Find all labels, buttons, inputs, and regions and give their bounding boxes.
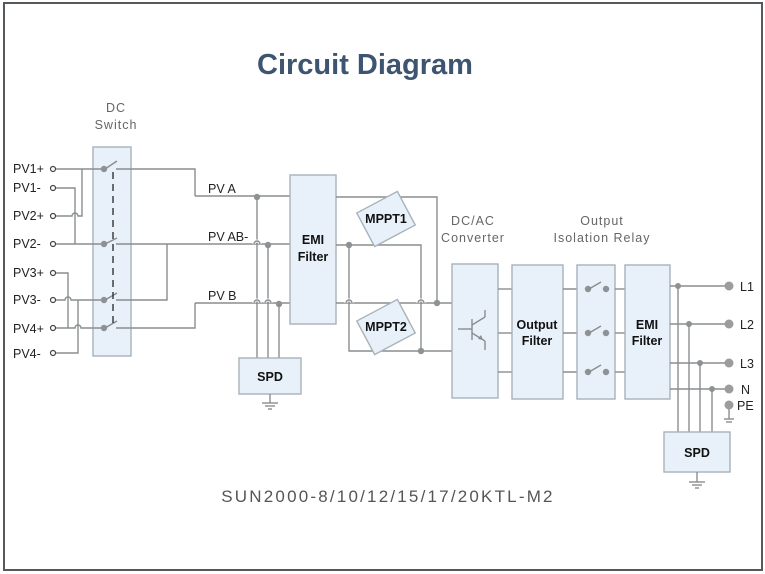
terminal-pv2-minus	[49, 240, 57, 248]
ac-spd-box	[663, 431, 731, 473]
dc-switch-contacts	[100, 160, 118, 332]
ac-spd-label: SPD	[684, 446, 710, 460]
terminal-l3	[724, 358, 734, 368]
dc-switch-caption-1: DC	[106, 101, 126, 115]
igbt-transistor-icon	[458, 310, 486, 350]
diagram-title: Circuit Diagram	[257, 49, 473, 81]
terminal-pe	[724, 400, 734, 410]
diagram-frame	[3, 2, 763, 571]
terminal-l1	[724, 281, 734, 291]
output-terminals	[724, 281, 734, 410]
input-label-pv4-minus: PV4-	[13, 347, 41, 361]
input-label-pv2-plus: PV2+	[13, 209, 44, 223]
bus-label-pv-b: PV B	[208, 289, 237, 303]
model-name: SUN2000-8/10/12/15/17/20KTL-M2	[221, 487, 554, 506]
output-label-n: N	[741, 383, 750, 397]
output-filter-label-2: Filter	[522, 334, 553, 348]
dc-switch-box	[92, 146, 132, 357]
dc-spd-box	[238, 357, 302, 395]
mppt1-label: MPPT1	[365, 212, 407, 226]
relay-caption-1: Output	[580, 214, 624, 228]
input-label-pv2-minus: PV2-	[13, 237, 41, 251]
ac-spd-ground-icon	[689, 472, 705, 489]
input-terminals	[49, 165, 57, 357]
emi-filter-input-label-2: Filter	[298, 250, 329, 264]
dc-spd-label: SPD	[257, 370, 283, 384]
converter-output-wiring	[498, 288, 512, 373]
output-label-l3: L3	[740, 357, 754, 371]
terminal-pv1-minus	[49, 184, 57, 192]
terminal-pv2-plus	[49, 212, 57, 220]
bus-label-pv-ab: PV AB-	[208, 230, 248, 244]
output-label-l2: L2	[740, 318, 754, 332]
input-label-pv3-minus: PV3-	[13, 293, 41, 307]
terminal-pv3-minus	[49, 296, 57, 304]
dcac-caption-1: DC/AC	[451, 214, 495, 228]
relay-caption-2: Isolation Relay	[554, 231, 651, 245]
mppt1-block	[355, 190, 417, 248]
output-label-l1: L1	[740, 280, 754, 294]
input-label-pv1-plus: PV1+	[13, 162, 44, 176]
output-wiring	[670, 283, 726, 432]
output-label-pe: PE	[737, 399, 754, 413]
pe-ground-icon	[724, 409, 734, 423]
terminal-l2	[724, 319, 734, 329]
output-filter-label-1: Output	[517, 318, 559, 332]
emi-filter-output-box	[624, 264, 671, 400]
mppt-wiring	[336, 196, 452, 355]
emi-filter-input-box	[289, 174, 337, 325]
bus-label-pv-a: PV A	[208, 182, 236, 196]
dc-spd-ground-icon	[262, 394, 278, 410]
input-label-pv1-minus: PV1-	[13, 181, 41, 195]
terminal-pv4-minus	[49, 349, 57, 357]
input-label-pv4-plus: PV4+	[13, 322, 44, 336]
dcac-converter-box	[451, 263, 499, 399]
input-labels: PV1+ PV1- PV2+ PV2- PV3+ PV3- PV4+ PV4-	[13, 162, 44, 361]
relay-contacts	[584, 281, 610, 376]
input-label-pv3-plus: PV3+	[13, 266, 44, 280]
mppt2-label: MPPT2	[365, 320, 407, 334]
emi-filter-output-label-1: EMI	[636, 318, 658, 332]
terminal-n	[724, 384, 734, 394]
dc-switch-caption-2: Switch	[95, 118, 138, 132]
dcac-caption-2: Converter	[441, 231, 505, 245]
dc-spd-wiring	[252, 193, 283, 358]
terminal-pv4-plus	[49, 324, 57, 332]
input-wiring	[56, 168, 103, 354]
terminal-pv3-plus	[49, 269, 57, 277]
switch-output-wiring	[116, 168, 290, 329]
output-filter-box	[511, 264, 564, 400]
relay-emi-wiring	[615, 288, 625, 373]
terminal-pv1-plus	[49, 165, 57, 173]
emi-filter-input-label-1: EMI	[302, 233, 324, 247]
mppt2-block	[355, 298, 417, 356]
emi-filter-output-label-2: Filter	[632, 334, 663, 348]
